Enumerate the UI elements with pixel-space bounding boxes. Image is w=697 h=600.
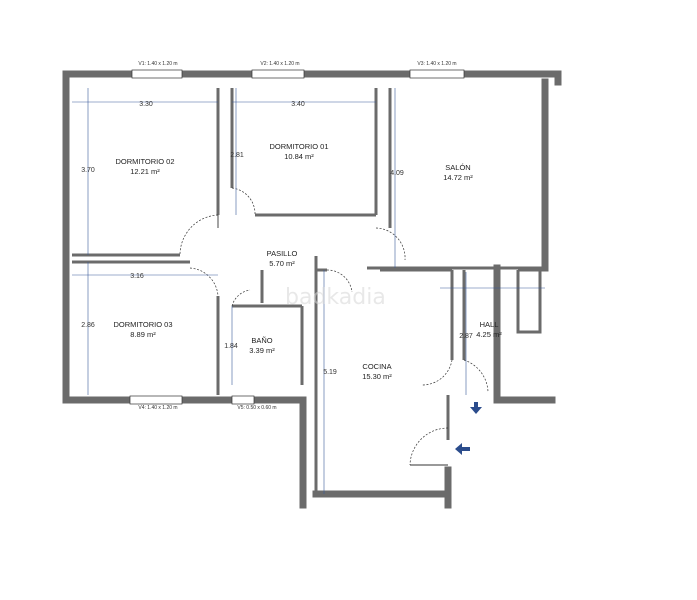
dimension-281: 2.81	[230, 152, 244, 159]
door-dorm01	[231, 187, 256, 216]
dimension-370: 3.70	[81, 167, 95, 174]
dimension-340: 3.40	[291, 101, 305, 108]
window-v4-label: V4: 1.40 x 1.20 m	[138, 405, 177, 411]
window-v1-label: V1: 1.40 x 1.20 m	[138, 61, 177, 67]
room-dormitorio-01-name: DORMITORIO 01	[269, 142, 328, 151]
room-salon-area: 14.72 m²	[443, 173, 473, 182]
door-salon	[375, 227, 406, 261]
room-dormitorio-01-area: 10.84 m²	[284, 152, 314, 161]
room-bano-area: 3.39 m²	[249, 346, 275, 355]
room-dormitorio-03-name: DORMITORIO 03	[113, 320, 172, 329]
dimension-409: 4.09	[390, 170, 404, 177]
entry-arrow-up-icon	[470, 402, 482, 414]
door-entry-2	[409, 427, 449, 466]
door-bano	[231, 289, 251, 307]
room-dormitorio-02-name: DORMITORIO 02	[115, 157, 174, 166]
dimension-286: 2.86	[81, 322, 95, 329]
door-dorm02	[179, 214, 219, 256]
room-cocina-area: 15.30 m²	[362, 372, 392, 381]
walls	[62, 70, 562, 509]
entry-arrow-icon	[455, 402, 482, 455]
window-v3	[409, 69, 465, 79]
window-v1	[131, 69, 183, 79]
door-cocina	[326, 269, 353, 293]
dimension-lines	[72, 88, 545, 494]
room-salon-name: SALÓN	[445, 163, 470, 172]
dimension-330: 3.30	[139, 101, 153, 108]
watermark: badkadia	[285, 285, 386, 310]
doors	[179, 187, 489, 466]
windows: V1: 1.40 x 1.20 m V2: 1.40 x 1.20 m V3: …	[129, 61, 465, 411]
window-v2-label: V2: 1.40 x 1.20 m	[260, 61, 299, 67]
room-hall-name: HALL	[480, 320, 499, 329]
room-bano-name: BAÑO	[251, 336, 272, 345]
room-pasillo-name: PASILLO	[267, 249, 298, 258]
window-v5	[231, 395, 255, 405]
wall-pasillo-right	[314, 256, 327, 272]
entry-arrow-left-icon	[455, 443, 470, 455]
dimension-316: 3.16	[130, 273, 144, 280]
outer-wall-bottom-cocina	[312, 490, 452, 509]
window-v2	[251, 69, 305, 79]
window-v4	[129, 395, 183, 405]
room-pasillo-area: 5.70 m²	[269, 259, 295, 268]
room-hall-area: 4.25 m²	[476, 330, 502, 339]
dimension-184: 1.84	[224, 343, 238, 350]
outer-wall-right-lower	[493, 264, 556, 404]
room-labels: DORMITORIO 02 12.21 m² DORMITORIO 01 10.…	[113, 142, 502, 381]
dimension-labels: 3.30 3.40 3.70 2.81 4.09 3.16 2.86 1.84 …	[81, 101, 473, 376]
room-dormitorio-02-area: 12.21 m²	[130, 167, 160, 176]
outer-wall-left-top	[62, 70, 562, 404]
door-hall	[421, 359, 453, 386]
window-v3-label: V3: 1.40 x 1.20 m	[417, 61, 456, 67]
door-dorm03	[189, 267, 219, 297]
room-dormitorio-03-area: 8.89 m²	[130, 330, 156, 339]
dimension-287: 2.87	[459, 333, 473, 340]
wall-hall-box	[516, 268, 542, 334]
dimension-519: 5.19	[323, 369, 337, 376]
door-entry-1	[463, 359, 489, 393]
window-v5-label: V5: 0.50 x 0.60 m	[237, 405, 276, 411]
room-cocina-name: COCINA	[362, 362, 391, 371]
